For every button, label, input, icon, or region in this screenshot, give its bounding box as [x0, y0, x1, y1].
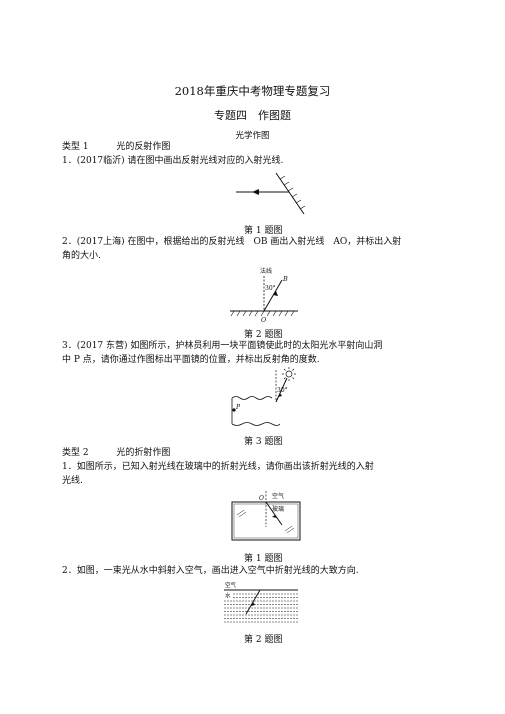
ray-arrow	[252, 189, 259, 195]
air-label: 空气	[225, 581, 237, 589]
cave-outline	[231, 396, 281, 426]
point-p	[232, 408, 236, 412]
type2-text: 光的折射作图	[116, 448, 171, 458]
q1-2-caption: 第 2 题图	[244, 330, 283, 340]
incident-arrow	[251, 602, 255, 606]
type2-heading: 类型 2 光的折射作图	[62, 447, 170, 460]
q2-1-caption: 第 1 题图	[244, 554, 283, 564]
type2-number: 类型 2	[62, 448, 89, 458]
point-p-label: P	[235, 404, 241, 411]
q1-2-figure: 法线 30° B O	[230, 267, 298, 324]
angle-label-30: 30°	[277, 387, 288, 394]
glass-label: 玻璃	[272, 505, 284, 513]
reflected-ray-ob	[263, 279, 283, 312]
angle-label: 30°	[265, 285, 276, 292]
ray-ob-arrow	[273, 291, 278, 296]
point-o-label: O	[259, 495, 264, 502]
sun-icon	[282, 367, 296, 381]
sun-ray-arrow	[278, 393, 282, 397]
normal-label: 法线	[260, 267, 272, 275]
q1-3-line2: 中 P 点，请你通过作图标出平面镜的位置，并标出反射角的度数.	[62, 355, 320, 365]
type1-heading: 类型 1 光的反射作图	[62, 141, 170, 154]
q2-2-figure: 空气 水	[224, 581, 298, 623]
type1-text: 光的反射作图	[116, 142, 171, 152]
q1-2-line2: 角的大小.	[62, 251, 101, 261]
water-label: 水	[225, 592, 231, 600]
air-label: 空气	[272, 492, 284, 500]
q2-2-text: 2．如图，一束光从水中斜射入空气，画出进入空气中折射光线的大致方向.	[62, 566, 359, 576]
topic-title: 专题四 作图题	[214, 109, 291, 122]
type1-number: 类型 1	[62, 142, 89, 152]
q2-1-figure: O 空气 玻璃	[231, 491, 301, 541]
q2-1-line2: 光线.	[62, 476, 83, 486]
mirror-line	[275, 172, 305, 215]
glass-inner	[233, 503, 299, 539]
page-title: 2018年重庆中考物理专题复习	[174, 84, 331, 98]
q1-1-caption: 第 1 题图	[244, 226, 283, 236]
refracted-ray	[265, 501, 283, 526]
q1-1-figure	[236, 172, 306, 215]
surface-hatch	[230, 310, 295, 317]
point-o-label: O	[261, 316, 267, 324]
q1-3-caption: 第 3 题图	[244, 437, 283, 447]
refracted-arrow	[272, 515, 277, 518]
q1-2-line1: 2．(2017上海) 在图中，根据给出的反射光线 OB 画出入射光线 AO，并标…	[62, 237, 402, 247]
section-title: 光学作图	[235, 131, 270, 141]
glass-reflection-marks	[236, 509, 295, 534]
q1-3-figure: 30° P	[231, 367, 296, 426]
water-lines	[224, 593, 298, 623]
q2-1-line1: 1．如图所示，已知入射光线在玻璃中的折射光线，请你画出该折射光线的入射	[62, 462, 374, 472]
q1-1-text: 1．(2017临沂) 请在图中画出反射光线对应的入射光线.	[62, 156, 284, 166]
q1-3-line1: 3．(2017 东营) 如图所示，护林员利用一块平面镜使此时的太阳光水平射向山洞	[62, 341, 383, 351]
q2-2-caption: 第 2 题图	[244, 635, 283, 645]
sun-ray	[275, 377, 288, 403]
point-b-label: B	[282, 275, 288, 283]
mirror-hatch	[279, 175, 306, 210]
